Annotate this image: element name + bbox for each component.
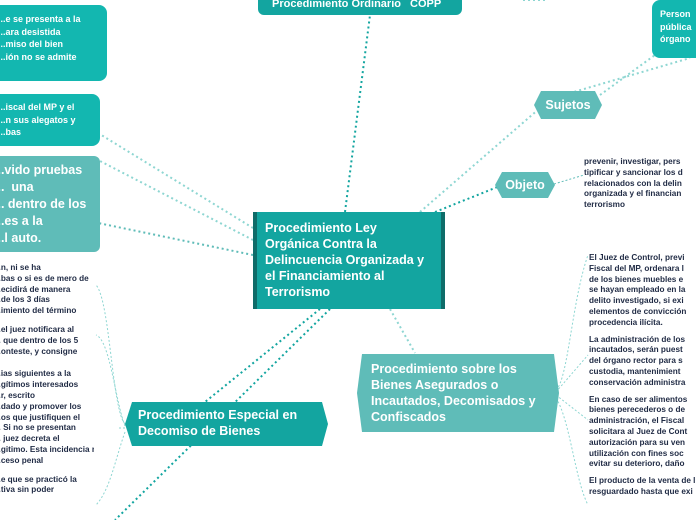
central-topic[interactable]: Procedimiento Ley Orgánica Contra la Del… (253, 212, 445, 309)
connector (553, 174, 585, 185)
left-node-top-1[interactable]: ...e se presenta a la ...ara desistida .… (0, 5, 107, 81)
sujetos-node[interactable]: Sujetos (545, 98, 591, 112)
left-branch-node[interactable]: Procedimiento Especial en Decomiso de Bi… (138, 408, 298, 438)
connector (95, 284, 126, 425)
right-text-4: El producto de la venta de l resguardado… (589, 476, 696, 496)
objeto-node-shape (495, 172, 555, 198)
sujetos-node-shape (534, 91, 602, 119)
connector (599, 54, 656, 96)
connector (95, 431, 126, 506)
right-branch-shape (357, 354, 559, 432)
connector (97, 222, 254, 256)
objeto-node[interactable]: Objeto (505, 178, 545, 192)
connector (434, 185, 501, 213)
connector (389, 308, 416, 354)
left-node-middle[interactable]: ...vido pruebas ... una ... dentro de lo… (0, 156, 100, 252)
connector (97, 159, 254, 241)
right-branch-texts: El Juez de Control, previ Fiscal del MP,… (589, 253, 696, 520)
left-branch-texts: ...n, ni se ha ...bas o si es de mero de… (0, 263, 94, 520)
connector (419, 107, 541, 213)
top-node-procedimiento-ordinario[interactable]: Procedimiento Ordinario COPP (258, 0, 462, 15)
connector (555, 254, 589, 391)
left-node-top-2[interactable]: ...iscal del MP y el ...n sus alegatos y… (0, 94, 100, 146)
connector (344, 14, 371, 213)
left-text-1: ...n, ni se ha ...bas o si es de mero de… (0, 263, 89, 316)
right-text-3: En caso de ser alimentos bienes perecede… (589, 394, 688, 469)
sujetos-detail-node[interactable]: Person pública órgano (652, 0, 696, 58)
connector (204, 308, 321, 403)
connector (555, 354, 589, 393)
top-node-code: COPP (410, 0, 442, 10)
top-node-label: Procedimiento Ordinario (272, 0, 401, 10)
connector (84, 124, 254, 229)
left-text-2: ...el juez notificara al ... que dentro … (0, 324, 79, 356)
right-text-1: El Juez de Control, previ Fiscal del MP,… (589, 253, 687, 327)
right-branch-node[interactable]: Procedimiento sobre los Bienes Asegurado… (371, 362, 536, 424)
connector (555, 397, 589, 506)
left-text-3: ...ias siguientes a la ...gítimos intere… (0, 369, 94, 465)
objeto-text: prevenir, investigar, pers tipificar y s… (584, 157, 683, 210)
left-text-4: ...e que se practicó la ...tiva sin pode… (0, 474, 77, 495)
right-text-2: La administración de los incautados, ser… (589, 334, 686, 387)
connector (555, 394, 589, 421)
left-branch-shape (125, 402, 328, 446)
